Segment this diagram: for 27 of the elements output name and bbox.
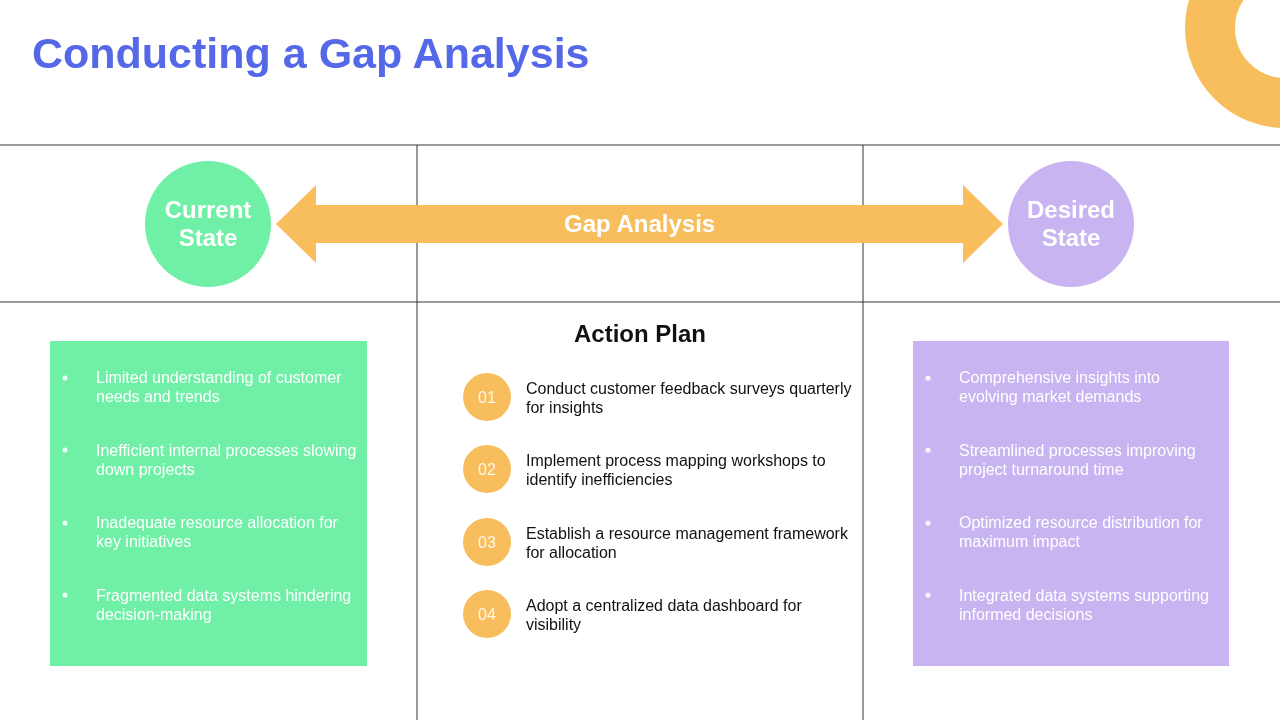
- state-label: Current State: [163, 196, 253, 252]
- step-number: 03: [478, 532, 496, 552]
- list-panel: [913, 341, 1229, 666]
- step-circle: [463, 590, 511, 638]
- bullet-text: Limited understanding of customer needs and trends: [96, 368, 343, 406]
- step-number: 04: [478, 604, 496, 624]
- bullet-text: Optimized resource distribution for maximum impact: [959, 513, 1204, 552]
- step-circle: [463, 445, 511, 493]
- bullet-text: Comprehensive insights into evolving market demands: [959, 368, 1161, 406]
- state-label: Desired State: [1025, 196, 1116, 252]
- list-panel: [50, 341, 367, 666]
- step-number: 02: [478, 459, 496, 479]
- double-headed-arrow: [276, 185, 1003, 263]
- bullet-text: Streamlined processes improving project turnaround time: [959, 440, 1197, 479]
- bullet-text: Fragmented data systems hindering decision-making: [96, 585, 353, 624]
- step-circle: [463, 373, 511, 421]
- bullet-text: Inefficient internal processes slowing down projects: [96, 440, 358, 479]
- section-heading: Action Plan: [574, 320, 706, 348]
- bullet-text: Inadequate resource allocation for key initiatives: [96, 513, 339, 552]
- step-description: Adopt a centralized data dashboard for visibility: [526, 595, 803, 634]
- step-description: Implement process mapping workshops to identify inefficiencies: [526, 450, 827, 489]
- step-number: 01: [478, 387, 496, 407]
- step-description: Conduct customer feedback surveys quarterly for insights: [526, 378, 853, 417]
- page-title: Conducting a Gap Analysis: [32, 28, 590, 78]
- bullet-text: Integrated data systems supporting informed decisions: [959, 585, 1210, 624]
- step-circle: [463, 518, 511, 566]
- step-description: Establish a resource management framework for allocation: [526, 523, 849, 562]
